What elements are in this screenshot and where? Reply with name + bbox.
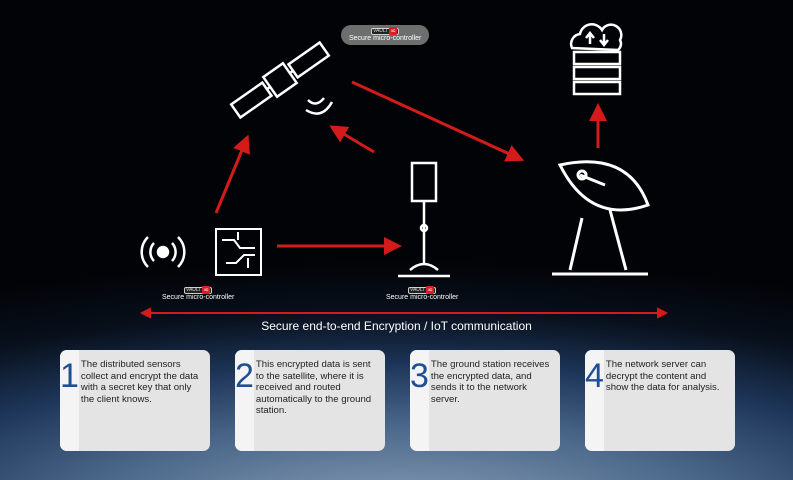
chip-label: Secure micro-controller xyxy=(386,294,459,301)
satellite-icon xyxy=(229,40,331,120)
step-text: The ground station receives the encrypte… xyxy=(430,359,550,405)
encryption-span-arrow xyxy=(139,307,669,319)
arrow-station-to-satellite xyxy=(329,125,375,154)
wireless-sensor-icon xyxy=(140,236,186,268)
step-number: 1 xyxy=(60,350,79,451)
ground-station-icon xyxy=(398,161,450,278)
satellite-dish-icon xyxy=(552,160,650,276)
diagram-graphics xyxy=(139,23,669,319)
step-number: 3 xyxy=(410,350,429,451)
circuit-chip-icon xyxy=(215,228,262,276)
flow-arrows xyxy=(214,80,607,255)
chip-label: Secure micro-controller xyxy=(349,35,422,42)
step-text: This encrypted data is sent to the satel… xyxy=(255,359,372,416)
signal-waves-icon xyxy=(305,97,334,115)
encryption-caption: Secure end-to-end Encryption / IoT commu… xyxy=(261,319,532,333)
arrow-satellite-to-dish xyxy=(351,80,525,162)
arrow-sensor-to-satellite xyxy=(214,134,250,214)
chip-label: Secure micro-controller xyxy=(162,294,235,301)
step-text: The distributed sensors collect and encr… xyxy=(80,359,199,405)
cloud-server-icon xyxy=(569,23,623,96)
step-number: 4 xyxy=(585,350,604,451)
step-text: The network server can decrypt the conte… xyxy=(605,359,720,393)
step-number: 2 xyxy=(235,350,254,451)
